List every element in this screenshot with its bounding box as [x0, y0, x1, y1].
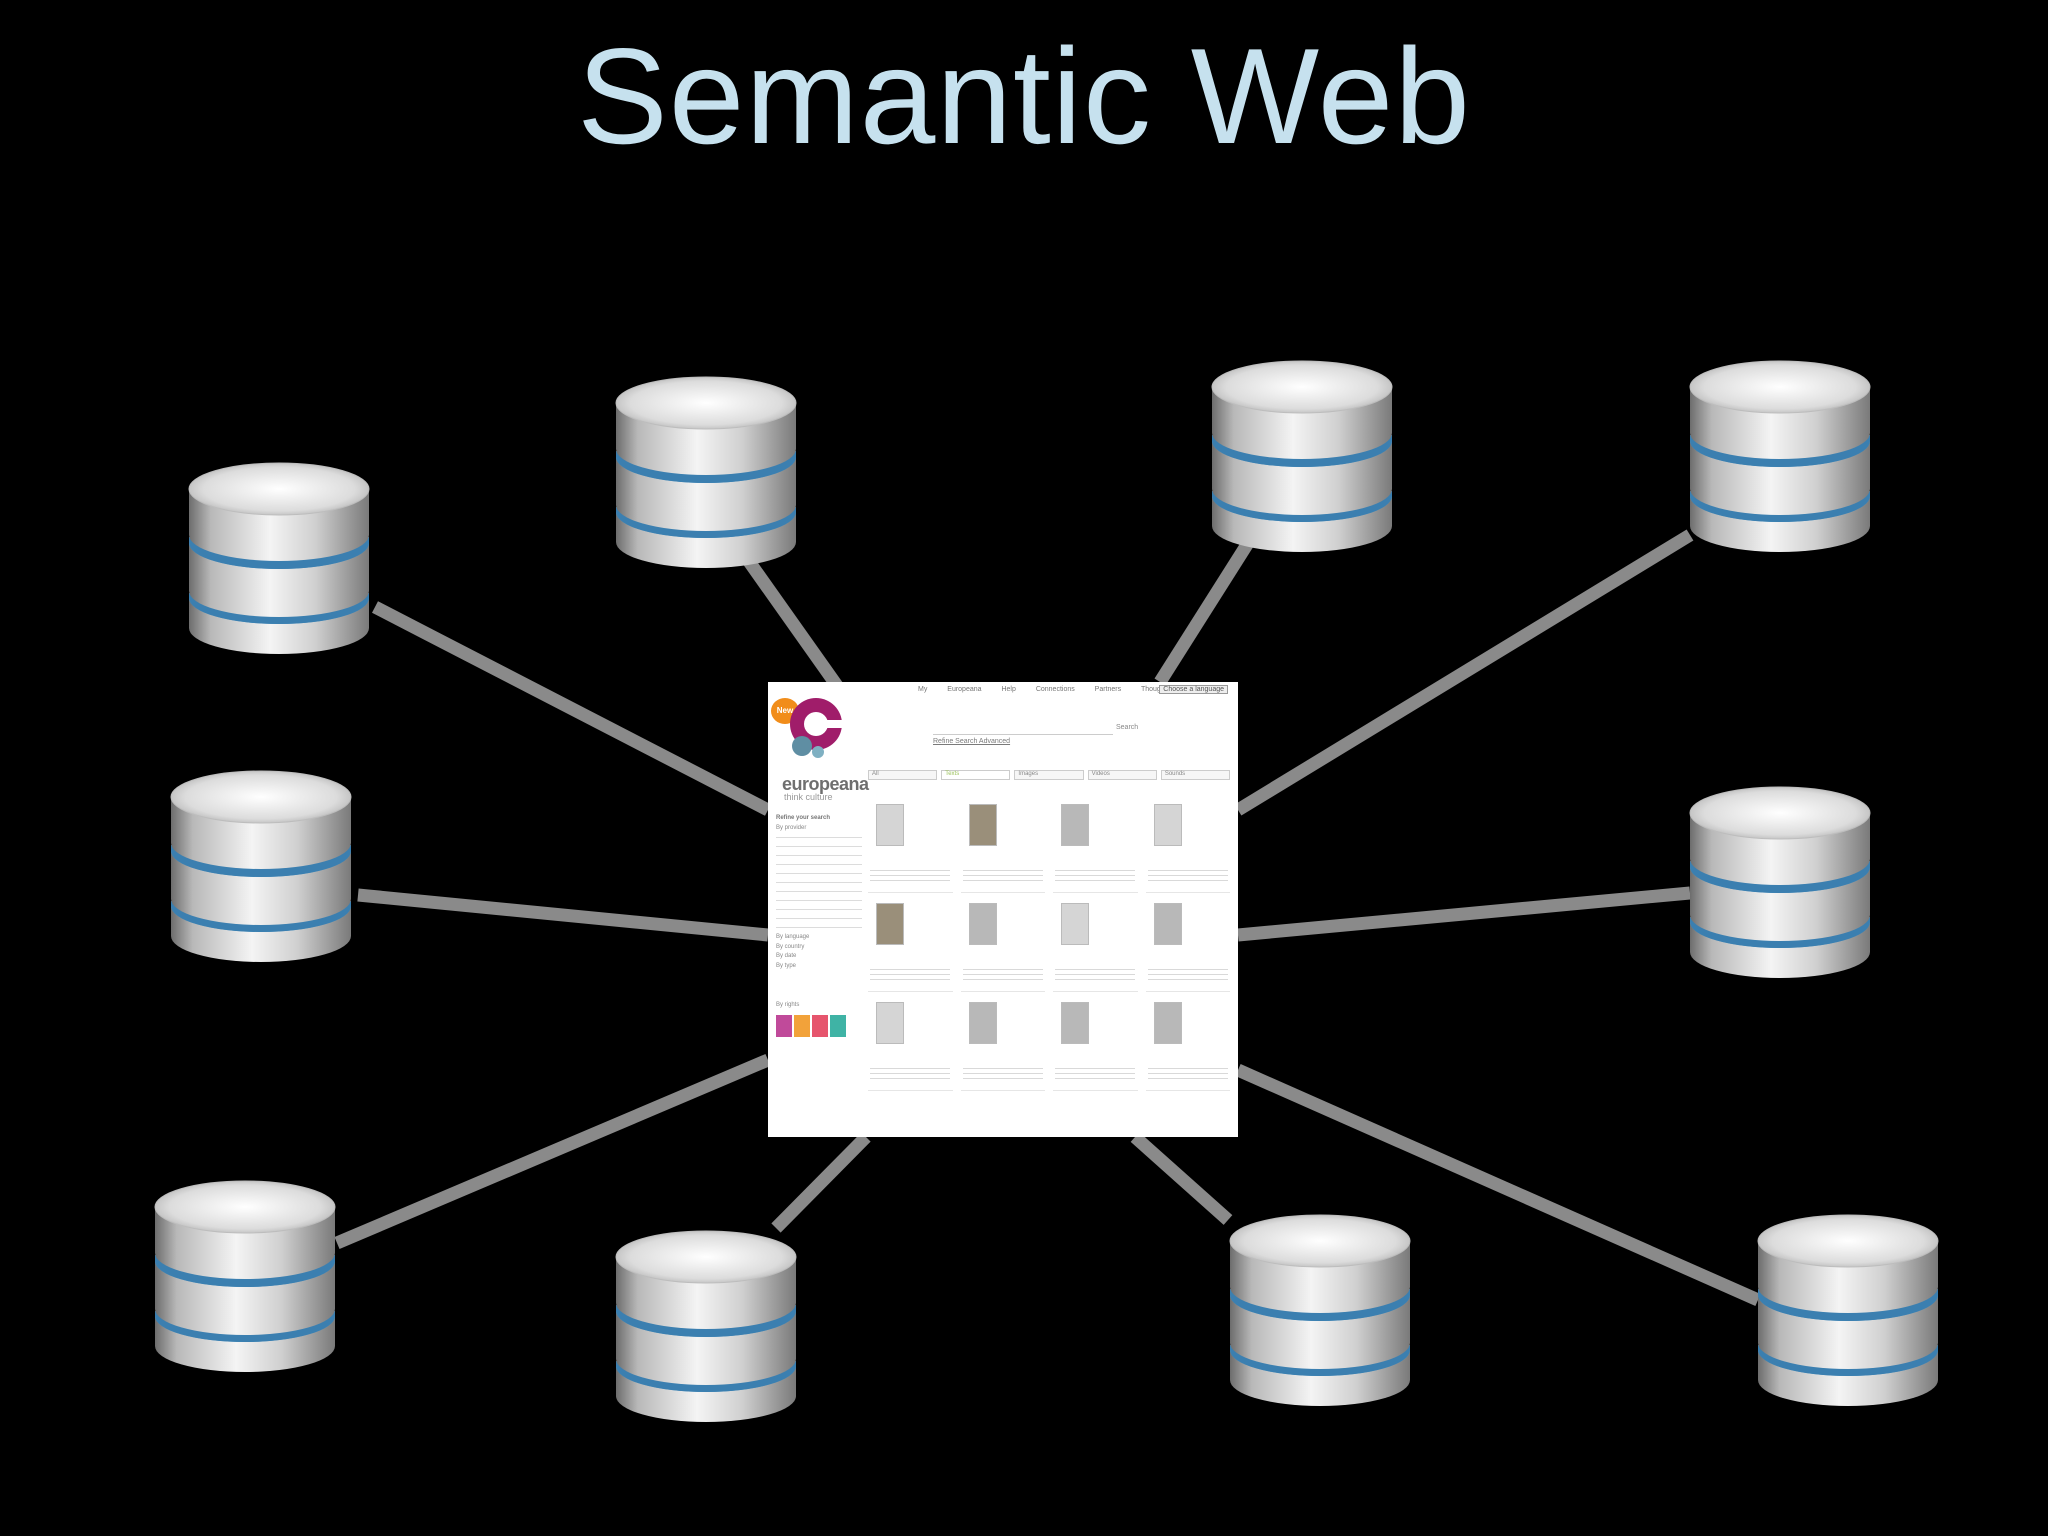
color-filter-bar	[776, 1014, 862, 1037]
result-card[interactable]	[960, 899, 1045, 992]
database-icon	[1229, 1214, 1411, 1407]
result-meta	[1055, 967, 1135, 983]
color-swatch	[812, 1014, 828, 1037]
connector	[334, 1054, 771, 1249]
result-meta	[1055, 868, 1135, 884]
result-thumbnail	[1153, 804, 1182, 846]
result-thumbnail	[1153, 1002, 1182, 1044]
result-meta	[870, 868, 950, 884]
result-card[interactable]	[1145, 998, 1230, 1091]
result-thumbnail	[968, 903, 997, 945]
connectors	[334, 529, 1761, 1306]
result-meta	[1147, 1066, 1228, 1082]
connector	[1130, 1132, 1233, 1225]
result-card[interactable]	[868, 998, 953, 1091]
result-thumbnail	[876, 1002, 904, 1044]
result-meta	[1055, 1066, 1135, 1082]
connector	[357, 888, 769, 942]
result-meta	[962, 868, 1043, 884]
result-meta	[870, 967, 950, 983]
connector	[771, 1132, 871, 1233]
tab-texts[interactable]: Texts	[941, 770, 1011, 780]
database-icon	[615, 1230, 797, 1423]
result-thumbnail	[1061, 1002, 1089, 1044]
europeana-logo-icon	[790, 698, 842, 758]
sidebar-item[interactable]: By country	[776, 943, 805, 950]
europeana-search-results-screenshot: New europeana think culture My Europeana…	[768, 682, 1238, 1137]
result-thumbnail	[1061, 903, 1089, 945]
result-type-tabs: All Texts Images Videos Sounds	[868, 770, 1231, 780]
database-icon	[154, 1180, 336, 1373]
connector	[1237, 886, 1691, 942]
result-meta	[962, 1066, 1043, 1082]
result-card[interactable]	[960, 998, 1045, 1091]
result-card[interactable]	[1053, 998, 1138, 1091]
result-thumbnail	[968, 804, 997, 846]
color-swatch	[794, 1014, 810, 1037]
result-meta	[1147, 967, 1228, 983]
connector	[372, 601, 771, 816]
search-button[interactable]: Search	[1116, 724, 1139, 731]
provider-list	[776, 833, 862, 933]
tab-sounds[interactable]: Sounds	[1160, 770, 1231, 780]
sidebar-heading: Refine your search	[776, 815, 831, 821]
connector	[1234, 529, 1694, 816]
result-thumbnail	[1153, 903, 1182, 945]
connector	[1154, 539, 1254, 686]
search-input[interactable]	[933, 724, 1113, 735]
refine-sidebar: Refine your search By provider By langua…	[776, 814, 862, 1037]
result-card[interactable]	[868, 800, 953, 893]
database-icon	[615, 376, 797, 569]
sidebar-item[interactable]: By date	[776, 953, 797, 959]
tab-all[interactable]: All	[868, 770, 938, 780]
result-thumbnail	[876, 804, 904, 846]
database-icon	[1689, 360, 1871, 553]
connector	[1235, 1064, 1761, 1306]
database-icon	[1211, 360, 1393, 553]
result-card[interactable]	[868, 899, 953, 992]
result-card[interactable]	[1145, 800, 1230, 893]
color-swatch	[830, 1014, 846, 1037]
result-card[interactable]	[1053, 800, 1138, 893]
result-meta	[1147, 868, 1228, 884]
results-grid	[868, 800, 1230, 1091]
slide-title: Semantic Web	[577, 20, 1471, 172]
sidebar-item[interactable]: By language	[776, 934, 810, 940]
result-thumbnail	[968, 1002, 997, 1044]
europeana-logo-subtitle: think culture	[784, 792, 833, 802]
sidebar-spacer	[776, 971, 862, 1001]
result-card[interactable]	[960, 800, 1045, 893]
refine-search-link[interactable]: Refine Search Advanced	[933, 738, 1011, 745]
result-card[interactable]	[1145, 899, 1230, 992]
result-thumbnail	[1061, 804, 1089, 846]
europeana-logo-text: europeana	[782, 774, 869, 794]
database-icon	[1689, 786, 1871, 979]
database-icon	[1757, 1214, 1939, 1407]
result-meta	[870, 1066, 950, 1082]
result-card[interactable]	[1053, 899, 1138, 992]
language-select[interactable]: Choose a language	[1159, 685, 1228, 694]
sidebar-item[interactable]: By type	[776, 962, 797, 969]
top-navigation[interactable]: My Europeana Help Connections Partners T…	[918, 686, 1196, 693]
result-thumbnail	[876, 903, 904, 945]
sidebar-item[interactable]: By provider	[776, 824, 807, 831]
tab-videos[interactable]: Videos	[1087, 770, 1157, 780]
database-icon	[188, 462, 370, 655]
connector	[742, 556, 846, 694]
database-icon	[170, 770, 352, 963]
result-meta	[962, 967, 1043, 983]
tab-images[interactable]: Images	[1014, 770, 1084, 780]
sidebar-item[interactable]: By rights	[776, 1002, 800, 1008]
color-swatch	[776, 1014, 792, 1037]
